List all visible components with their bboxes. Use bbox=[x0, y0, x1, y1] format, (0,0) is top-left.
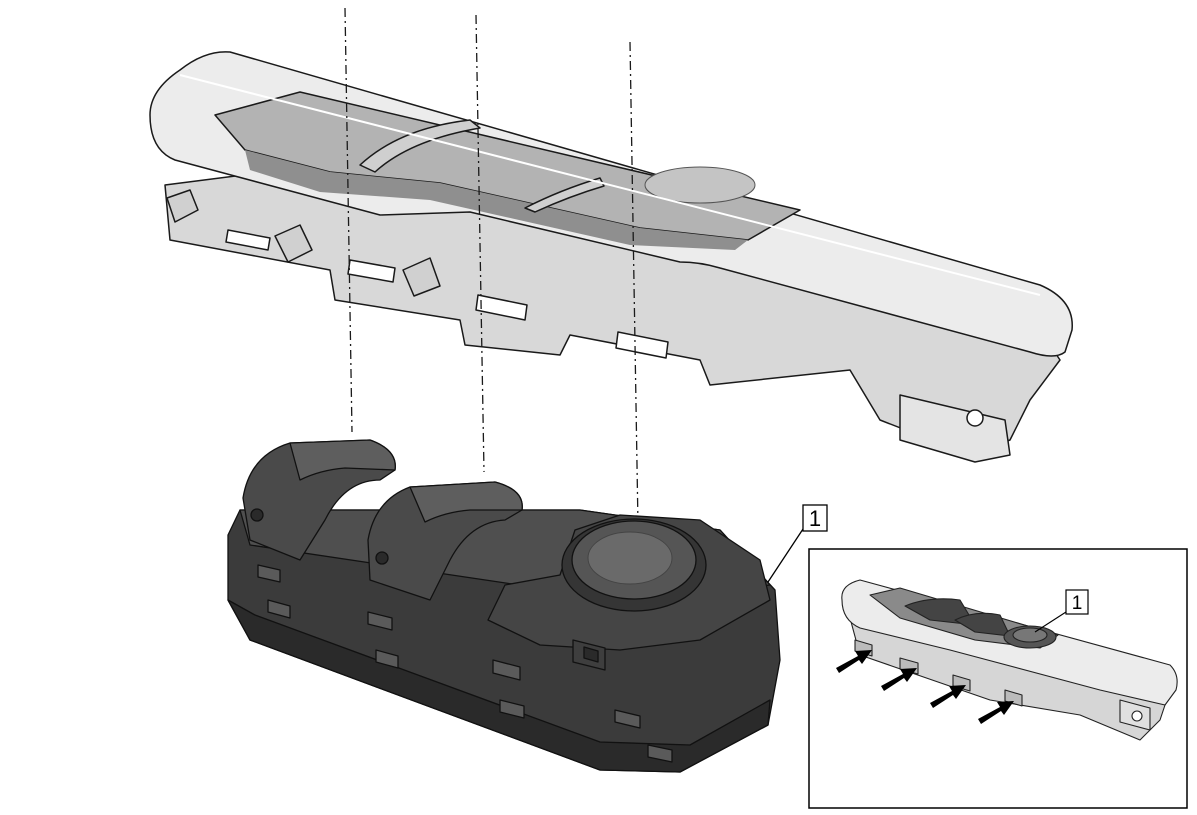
leader-line bbox=[767, 525, 806, 583]
inset-arrows bbox=[836, 650, 1014, 724]
callout-1: 1 bbox=[767, 504, 828, 583]
inset-view: 1 bbox=[808, 548, 1188, 809]
arrow-icon bbox=[930, 685, 966, 708]
inset-callout-1: 1 bbox=[1034, 589, 1089, 633]
inset-leader-line bbox=[1034, 611, 1067, 633]
inset-callout-box bbox=[1065, 589, 1089, 615]
arrow-icon bbox=[881, 668, 917, 691]
arrow-icon bbox=[836, 650, 872, 673]
door-trim-bezel bbox=[149, 51, 1073, 463]
callout-label: 1 bbox=[809, 506, 821, 531]
inset-assembled-trim bbox=[841, 579, 1178, 741]
callout-box bbox=[802, 504, 828, 532]
inset-callout-label: 1 bbox=[1072, 593, 1083, 614]
arrow-icon bbox=[978, 701, 1014, 724]
window-switch-assembly bbox=[227, 439, 781, 773]
alignment-lines bbox=[344, 7, 639, 526]
